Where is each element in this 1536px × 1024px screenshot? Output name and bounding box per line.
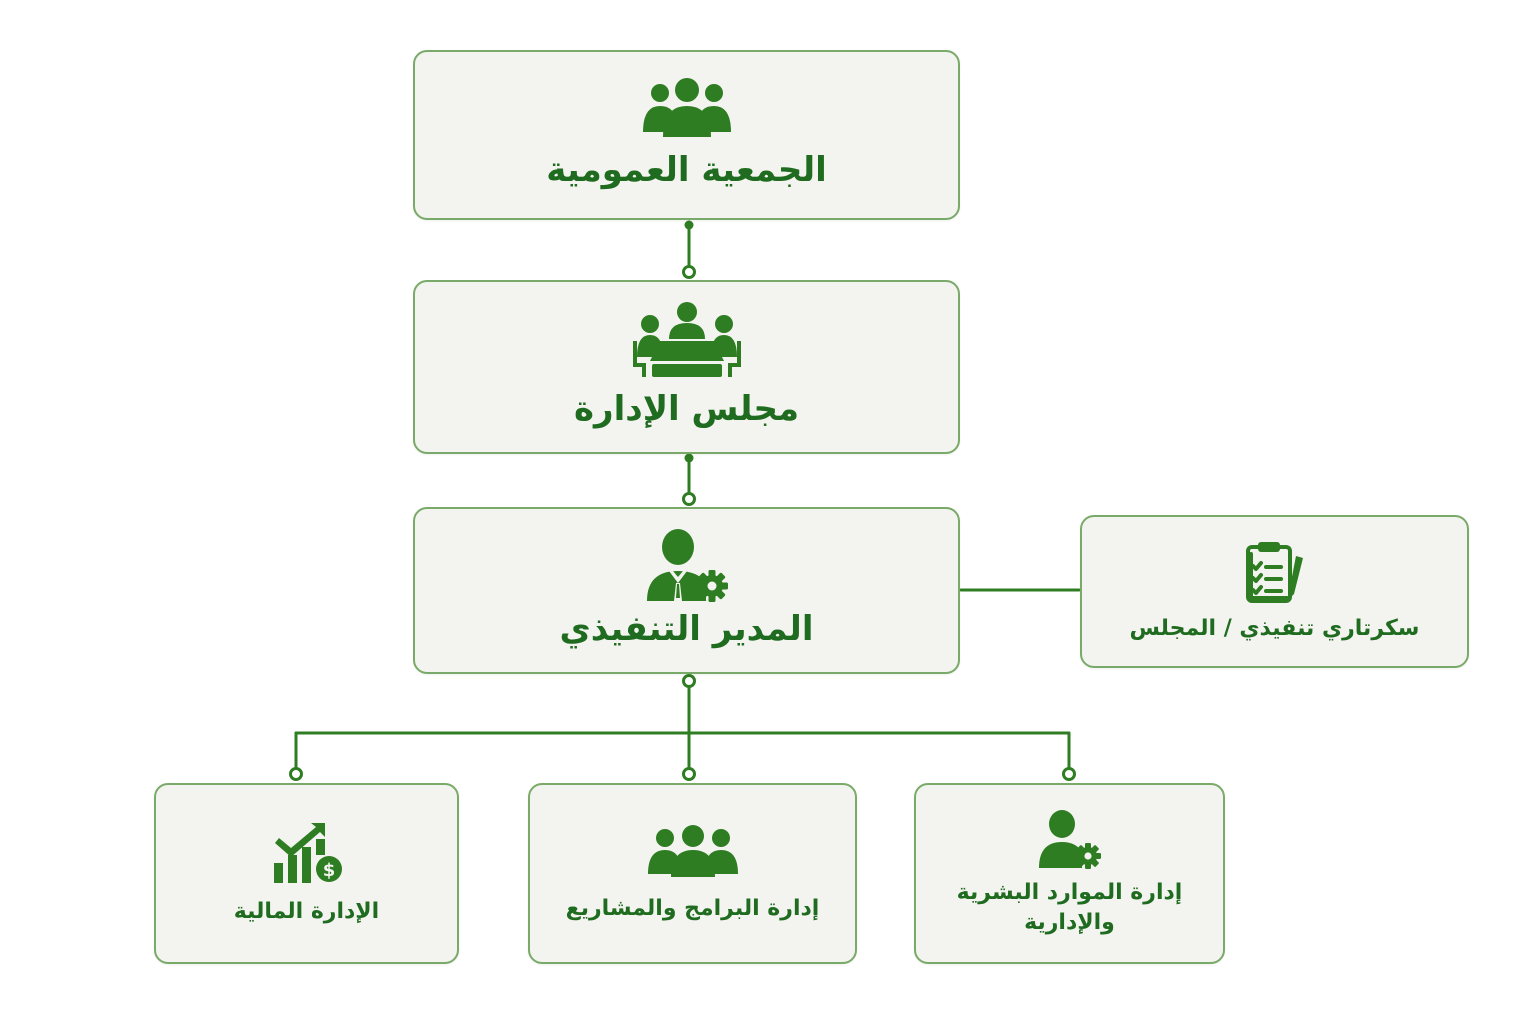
connector-ring — [1062, 767, 1076, 781]
connector-dot — [684, 453, 694, 463]
manager-gear-icon — [646, 528, 728, 602]
clipboard-checklist-icon — [1245, 541, 1303, 603]
connector-dot — [684, 220, 694, 230]
node-label: الجمعية العمومية — [546, 150, 827, 191]
connector-ring — [682, 265, 696, 279]
connector-ring — [289, 767, 303, 781]
meeting-table-icon — [632, 302, 741, 378]
financial-growth-icon: $ — [273, 822, 342, 883]
node-label: سكرتاري تنفيذي / المجلس — [1129, 615, 1420, 641]
team-group-icon — [647, 824, 738, 877]
node-label: إدارة البرامج والمشاريع — [565, 895, 820, 921]
node-executive-director: المدير التنفيذي — [413, 507, 960, 674]
node-finance: $ الإدارة المالية — [154, 783, 459, 964]
node-label-line1: إدارة الموارد البشرية — [956, 879, 1183, 905]
node-label: الإدارة المالية — [233, 898, 380, 924]
connector-ring — [682, 674, 696, 688]
node-label: مجلس الإدارة — [573, 389, 800, 430]
node-board: مجلس الإدارة — [413, 280, 960, 454]
node-hr: إدارة الموارد البشرية والإدارية — [914, 783, 1225, 964]
connector-ring — [682, 492, 696, 506]
node-label-line2: والإدارية — [1024, 909, 1115, 935]
node-general-assembly: الجمعية العمومية — [413, 50, 960, 220]
connector-ring — [682, 767, 696, 781]
node-label: المدير التنفيذي — [559, 608, 814, 649]
svg-text:$: $ — [322, 860, 335, 881]
node-programs: إدارة البرامج والمشاريع — [528, 783, 857, 964]
person-gear-icon — [1038, 809, 1101, 869]
node-secretary: سكرتاري تنفيذي / المجلس — [1080, 515, 1469, 668]
people-group-icon — [642, 78, 731, 138]
